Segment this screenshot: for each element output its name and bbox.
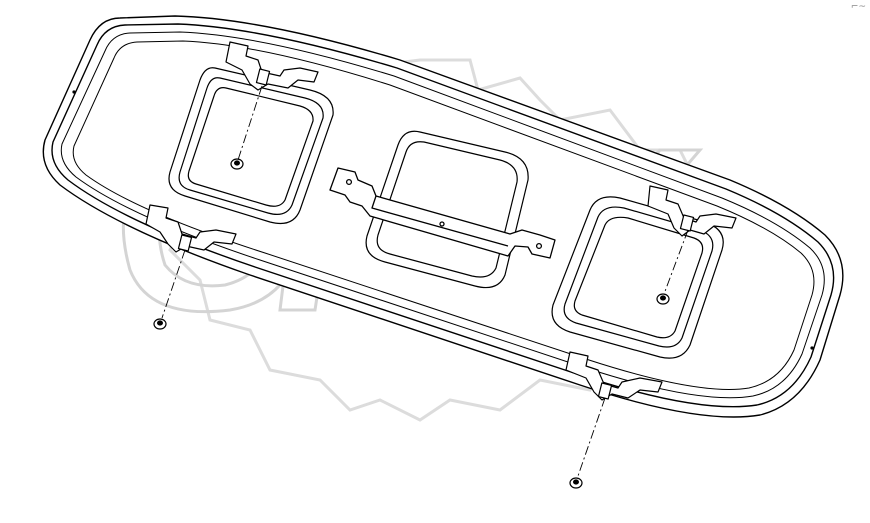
fastener-nut-1	[230, 158, 244, 170]
right-recess	[551, 196, 724, 359]
mounting-clip-top-left	[225, 41, 319, 91]
corner-mark: ⌐~	[850, 2, 866, 12]
mounting-clip-left	[145, 204, 237, 253]
assembly-axis-4	[577, 397, 606, 477]
fastener-nut-2	[153, 318, 167, 330]
panel-rim-1	[51, 23, 835, 408]
edge-notch-left	[72, 90, 76, 94]
edge-notch-right	[810, 346, 814, 350]
assembly-axis-1	[237, 85, 263, 161]
panel-rim-3	[72, 40, 815, 390]
mounting-clips	[145, 41, 737, 401]
assembly-axes	[161, 85, 689, 477]
mounting-clip-right	[647, 185, 737, 237]
panel-rim-2	[60, 31, 825, 399]
left-recess	[168, 67, 334, 225]
fastener-nut-3	[656, 293, 670, 305]
fastener-nut-4	[569, 477, 583, 489]
assembly-axis-2	[161, 249, 186, 319]
edge-notches	[72, 90, 814, 350]
fastener-nuts	[153, 158, 670, 489]
assembly-axis-3	[663, 229, 689, 295]
mounting-clip-bottom	[565, 351, 663, 401]
center-bracket	[329, 167, 556, 259]
